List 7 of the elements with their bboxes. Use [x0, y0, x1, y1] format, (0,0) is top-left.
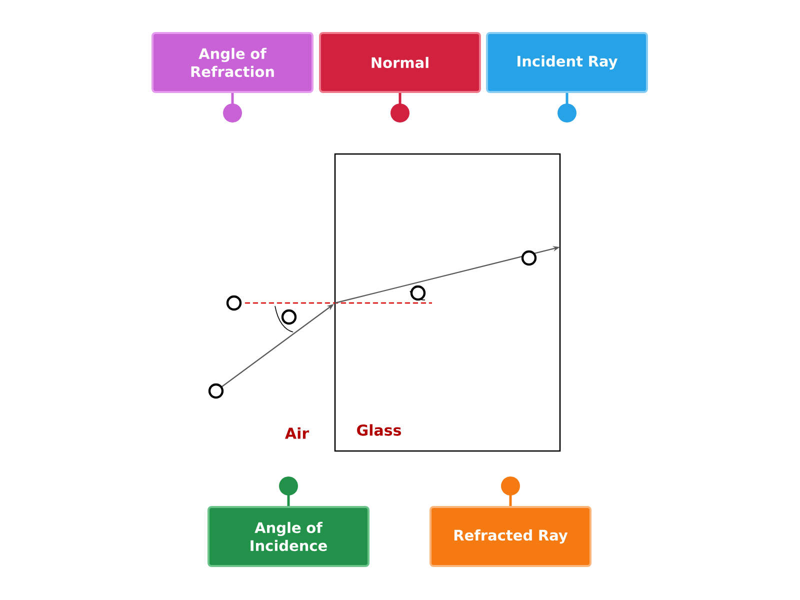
- label-tag: Angle of Refraction: [152, 32, 314, 122]
- region-label: Glass: [357, 424, 402, 436]
- label-tag: Refracted Ray: [430, 476, 592, 567]
- label-tag: Angle of Incidence: [208, 476, 370, 567]
- label-tag: Incident Ray: [486, 32, 648, 122]
- region-label: Air: [285, 427, 310, 439]
- label-tag: Normal: [319, 32, 481, 122]
